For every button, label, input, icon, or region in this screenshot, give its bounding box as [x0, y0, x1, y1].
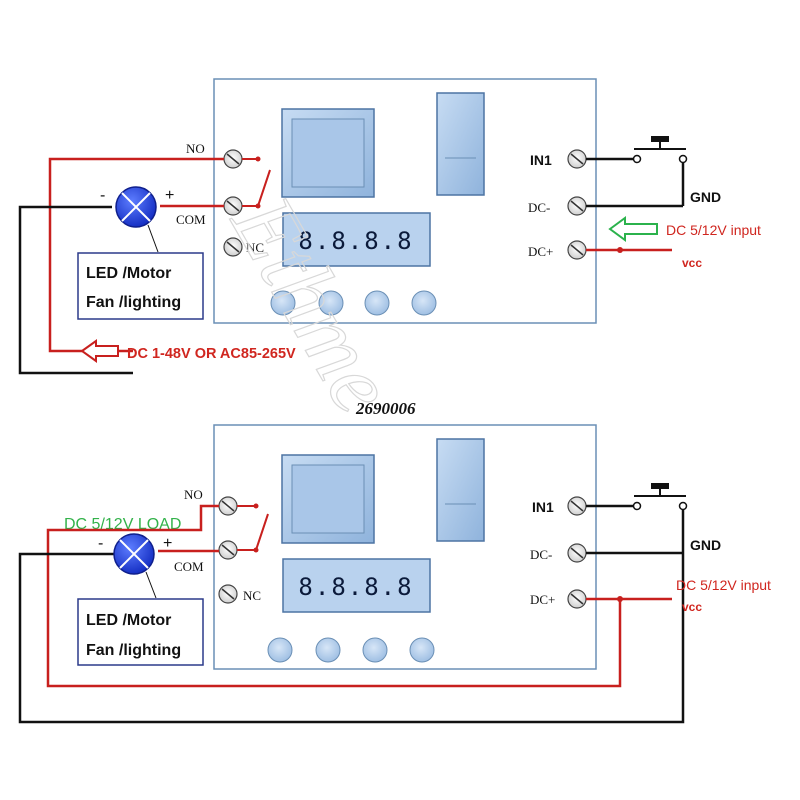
- component-slot: [436, 438, 485, 542]
- relay-top-face: [291, 118, 365, 188]
- component-slot: [436, 92, 485, 196]
- load-box-line2: Fan /lighting: [86, 642, 181, 659]
- terminal-screw: [567, 196, 587, 216]
- item-code: 2690006: [355, 399, 416, 418]
- polarity-minus: -: [98, 535, 103, 552]
- terminal-label-com: COM: [174, 559, 204, 574]
- board-button: [318, 290, 344, 316]
- terminal-screw: [567, 149, 587, 169]
- push-button-icon: [632, 136, 688, 164]
- load-box-line2: Fan /lighting: [86, 294, 181, 311]
- board-button: [315, 637, 341, 663]
- left-arrow-icon: [80, 339, 119, 363]
- terminal-screw: [218, 540, 238, 560]
- relay-top-face: [291, 464, 365, 534]
- load-black-wire: [18, 552, 685, 724]
- terminal-label-in1: IN1: [532, 499, 554, 515]
- terminal-label-nc: NC: [243, 588, 261, 603]
- load-box-line1: LED /Motor: [86, 612, 171, 629]
- load-box-line1: LED /Motor: [86, 265, 171, 282]
- lamp-icon: [113, 533, 155, 575]
- terminal-screw: [218, 584, 238, 604]
- load-supply-label: DC 1-48V OR AC85-265V: [127, 346, 296, 362]
- gnd-label: GND: [690, 537, 721, 553]
- terminal-screw: [567, 240, 587, 260]
- vcc-label: vcc: [682, 600, 702, 614]
- relay-contact: [242, 158, 271, 207]
- seven-segment-display: [282, 558, 431, 613]
- terminal-label-in1: IN1: [530, 152, 552, 168]
- terminal-screw: [218, 496, 238, 516]
- terminal-screw: [223, 237, 243, 257]
- vcc-label: vcc: [682, 256, 702, 270]
- push-button-icon: [632, 483, 688, 511]
- supply-label: DC 5/12V input: [666, 222, 761, 238]
- input-black-wire: [586, 504, 685, 555]
- seven-segment-display: [282, 212, 431, 267]
- lamp-icon: [115, 186, 157, 228]
- load-box: [77, 598, 204, 666]
- board-button: [270, 290, 296, 316]
- polarity-plus: +: [165, 187, 174, 204]
- diagram-bottom: 8.8.8.8 NO COM NC IN1 DC- DC+ DC 5/12V L…: [18, 424, 771, 724]
- terminal-screw: [223, 149, 243, 169]
- terminal-screw: [567, 496, 587, 516]
- polarity-minus: -: [100, 187, 105, 204]
- green-arrow-icon: [608, 216, 658, 242]
- load-red-wire: [46, 504, 622, 688]
- display-digits: 8.8.8.8: [298, 227, 413, 255]
- terminal-label-no: NO: [184, 487, 203, 502]
- board-button: [267, 637, 293, 663]
- board-button: [411, 290, 437, 316]
- board-button: [364, 290, 390, 316]
- polarity-plus: +: [163, 535, 172, 552]
- load-black-wire: [18, 205, 133, 375]
- terminal-label-no: NO: [186, 141, 205, 156]
- terminal-label-dc-minus: DC-: [528, 200, 550, 215]
- terminal-label-nc: NC: [246, 240, 264, 255]
- module-board: [213, 78, 597, 324]
- terminal-label-dc-plus: DC+: [530, 592, 555, 607]
- terminal-screw: [223, 196, 243, 216]
- board-button: [362, 637, 388, 663]
- terminal-label-com: COM: [176, 212, 206, 227]
- terminal-label-dc-minus: DC-: [530, 547, 552, 562]
- module-board: [213, 424, 597, 670]
- input-black-wire: [586, 157, 685, 208]
- terminal-screw: [567, 589, 587, 609]
- terminal-screw: [567, 543, 587, 563]
- terminal-label-dc-plus: DC+: [528, 244, 553, 259]
- supply-label: DC 5/12V input: [676, 577, 771, 593]
- gnd-label: GND: [690, 189, 721, 205]
- board-button: [409, 637, 435, 663]
- relay-contact: [237, 505, 269, 551]
- display-digits: 8.8.8.8: [298, 573, 413, 601]
- diagram-top: 8.8.8.8 NO COM NC IN1 DC- DC+: [18, 78, 761, 375]
- load-box: [77, 252, 204, 320]
